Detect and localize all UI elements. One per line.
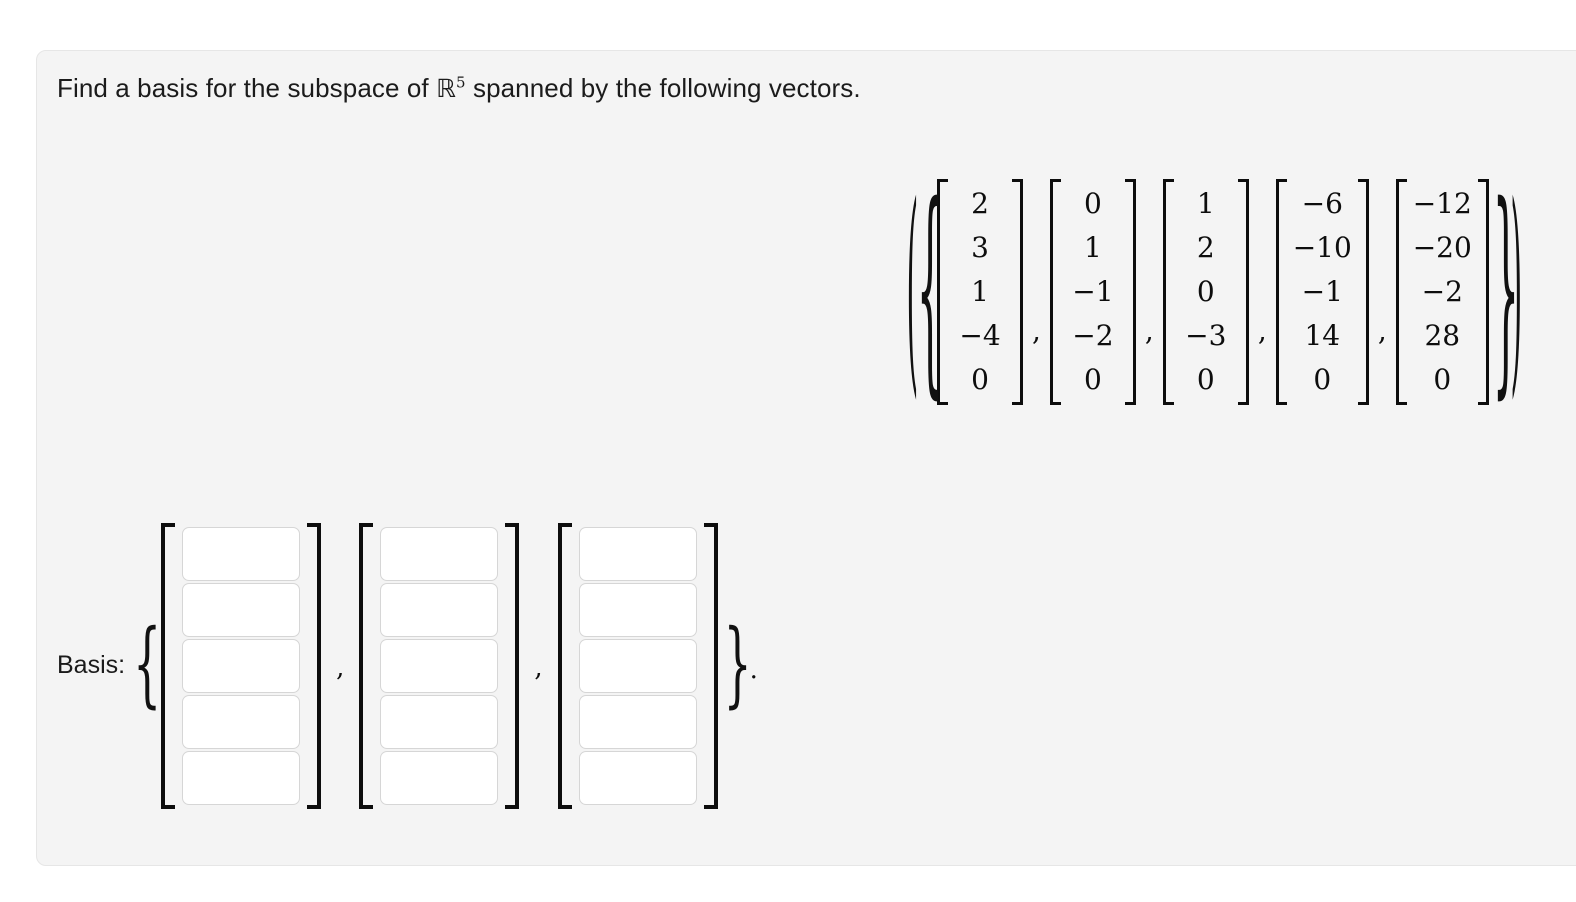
vector-entry: 14: [1304, 319, 1341, 352]
basis-input-1-2[interactable]: [182, 583, 301, 637]
set-close-brace: }: [1492, 163, 1520, 421]
basis-vector-column-1: [161, 523, 322, 809]
vector-entry: 0: [1196, 363, 1215, 396]
basis-input-2-2[interactable]: [380, 583, 499, 637]
vector-entry: −2: [1421, 275, 1463, 308]
basis-input-1-1[interactable]: [182, 527, 301, 581]
basis-input-1-4[interactable]: [182, 695, 301, 749]
vector-bracket-right: [1124, 179, 1136, 405]
answer-bracket-left: [161, 523, 176, 809]
answer-open-brace: {: [133, 611, 162, 719]
real-numbers-symbol: ℝ: [436, 74, 456, 103]
basis-input-1-5[interactable]: [182, 751, 301, 805]
vector-entries: 1 2 0 −3 0: [1174, 179, 1238, 405]
basis-input-3-5[interactable]: [578, 751, 697, 805]
basis-answer-row: Basis: { ,: [57, 466, 758, 865]
vector-entry: 1: [1083, 231, 1102, 264]
prompt-text-before: Find a basis for the subspace of: [57, 73, 437, 103]
span-vector-2: 0 1 −1 −2 0: [1049, 179, 1136, 405]
vector-entry: 2: [971, 187, 989, 220]
vector-bracket-right: [1012, 179, 1023, 405]
answer-terminator: .: [749, 655, 758, 685]
vector-entry: 0: [1083, 187, 1102, 220]
answer-bracket-right: [505, 523, 520, 809]
problem-card: Find a basis for the subspace of ℝ5 span…: [36, 50, 1576, 866]
vector-entry: 0: [1196, 275, 1215, 308]
question-prompt: Find a basis for the subspace of ℝ5 span…: [57, 73, 861, 104]
basis-input-3-1[interactable]: [578, 527, 697, 581]
vector-bracket-left: [1275, 179, 1287, 405]
vector-entries: −12 −20 −2 28 0: [1407, 179, 1478, 405]
vector-entry: 1: [971, 275, 989, 308]
vector-entry: −4: [959, 319, 1001, 352]
vector-separator: ,: [1032, 314, 1041, 347]
basis-separator: ,: [336, 653, 345, 683]
span-vector-1: 2 3 1 −4 0: [937, 179, 1023, 405]
vector-entry: −1: [1072, 275, 1114, 308]
vector-entry: −3: [1185, 319, 1227, 352]
vector-bracket-left: [1049, 179, 1061, 405]
vector-entry: 0: [1083, 363, 1102, 396]
answer-close-brace: }: [723, 611, 752, 719]
vector-entries: 2 3 1 −4 0: [948, 179, 1012, 405]
span-vector-4: −6 −10 −1 14 0: [1275, 179, 1369, 405]
vector-separator: ,: [1377, 314, 1387, 347]
vector-entry: 0: [1313, 363, 1332, 396]
vector-bracket-left: [1395, 179, 1407, 405]
vector-entry: 3: [971, 231, 989, 264]
prompt-text-after: spanned by the following vectors.: [465, 73, 861, 103]
span-vector-3: 1 2 0 −3 0: [1162, 179, 1249, 405]
spanning-vector-set: ( { 2 3 1 −4 0 , 0 1 −1: [905, 163, 1523, 421]
basis-vector-column-2: [359, 523, 520, 809]
vector-entry: 28: [1424, 319, 1461, 352]
vector-entries: −6 −10 −1 14 0: [1287, 179, 1358, 405]
basis-input-2-3[interactable]: [380, 639, 499, 693]
basis-vector-column-3: [557, 523, 718, 809]
vector-separator: ,: [1257, 314, 1267, 347]
answer-bracket-right: [307, 523, 322, 809]
basis-input-2-4[interactable]: [380, 695, 499, 749]
vector-entry: −1: [1301, 275, 1343, 308]
set-open-paren: (: [906, 163, 919, 421]
vector-entry: −10: [1292, 231, 1352, 264]
basis-input-1-3[interactable]: [182, 639, 301, 693]
vector-entries: 0 1 −1 −2 0: [1061, 179, 1125, 405]
basis-input-3-2[interactable]: [578, 583, 697, 637]
answer-fields: [572, 523, 704, 809]
basis-input-3-4[interactable]: [578, 695, 697, 749]
answer-fields: [373, 523, 505, 809]
answer-bracket-right: [703, 523, 718, 809]
answer-fields: [175, 523, 307, 809]
vector-bracket-right: [1477, 179, 1489, 405]
vector-entry: 0: [971, 363, 989, 396]
basis-input-3-3[interactable]: [578, 639, 697, 693]
basis-separator: ,: [534, 653, 543, 683]
vector-entry: −20: [1412, 231, 1472, 264]
vector-bracket-right: [1357, 179, 1369, 405]
vector-bracket-left: [937, 179, 948, 405]
vector-entry: −6: [1301, 187, 1343, 220]
basis-input-2-5[interactable]: [380, 751, 499, 805]
set-open-brace: {: [916, 163, 944, 421]
vector-separator: ,: [1144, 314, 1154, 347]
vector-entry: −2: [1072, 319, 1114, 352]
basis-input-2-1[interactable]: [380, 527, 499, 581]
real-numbers-exponent: 5: [455, 73, 466, 92]
vector-entry: −12: [1412, 187, 1472, 220]
vector-entry: 2: [1196, 231, 1215, 264]
set-close-paren: ): [1510, 163, 1523, 421]
vector-entry: 0: [1433, 363, 1452, 396]
vector-entry: 1: [1196, 187, 1215, 220]
answer-bracket-left: [359, 523, 374, 809]
basis-label: Basis:: [57, 650, 126, 679]
vector-bracket-left: [1162, 179, 1174, 405]
span-vector-5: −12 −20 −2 28 0: [1395, 179, 1489, 405]
answer-bracket-left: [557, 523, 572, 809]
vector-bracket-right: [1237, 179, 1249, 405]
